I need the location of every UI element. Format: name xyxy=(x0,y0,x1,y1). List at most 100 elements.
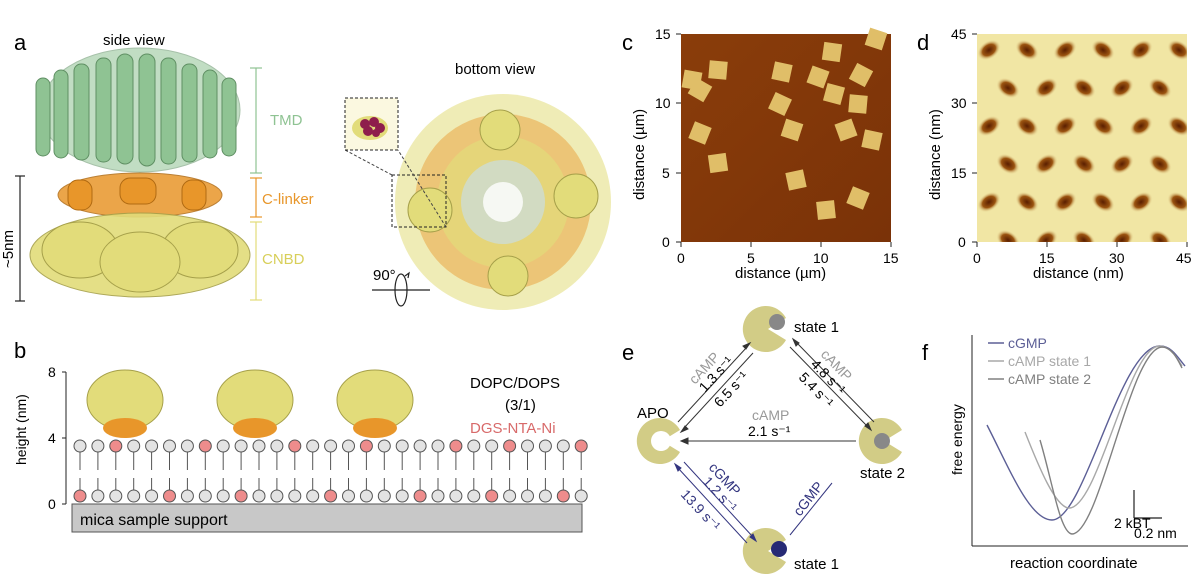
afm-pit xyxy=(1034,77,1058,99)
afm-particle xyxy=(785,169,807,191)
c-linker-structure xyxy=(57,172,223,218)
bottom-view-label: bottom view xyxy=(455,61,535,78)
afm-particle xyxy=(864,27,888,51)
d-xtick-15: 15 xyxy=(1039,250,1055,266)
afm-particle xyxy=(707,152,729,174)
lipid-head xyxy=(91,489,105,503)
lipid-head xyxy=(574,439,588,453)
lipid-head xyxy=(216,439,230,453)
lipid-head xyxy=(485,439,499,453)
rotation-icon xyxy=(372,271,430,307)
d-ylabel: distance (nm) xyxy=(927,109,944,200)
lipid-head xyxy=(252,489,266,503)
lipid-head xyxy=(234,489,248,503)
afm-pit xyxy=(1110,229,1134,242)
lipid-head xyxy=(431,489,445,503)
zoom-box xyxy=(391,174,447,228)
b-tick-8: 8 xyxy=(48,364,56,380)
cnbd-bracket xyxy=(250,221,262,301)
lipid-head xyxy=(198,439,212,453)
lipid-label-2: DGS-NTA-Ni xyxy=(470,420,556,437)
lipid-head xyxy=(413,439,427,453)
lipid-head xyxy=(163,489,176,503)
afm-pit xyxy=(1148,153,1172,175)
bottom-view-structure xyxy=(395,94,611,310)
cnbd-label: CNBD xyxy=(262,251,305,268)
c-xtick-10: 10 xyxy=(813,250,829,266)
afm-pit xyxy=(1053,191,1077,213)
afm-particle xyxy=(688,121,712,145)
lipid-head xyxy=(395,439,409,453)
side-view-label: side view xyxy=(103,32,165,49)
d-ytick-0: 0 xyxy=(958,234,966,250)
afm-particle xyxy=(708,60,728,80)
protein-3 xyxy=(336,369,414,438)
legend-camp2: cAMP state 2 xyxy=(1008,371,1091,387)
afm-pit xyxy=(996,153,1020,175)
e-rate-5: 2.1 s⁻¹ xyxy=(748,423,791,439)
lipid-head xyxy=(485,489,499,503)
lipid-head xyxy=(538,439,552,453)
lipid-head xyxy=(216,489,230,503)
d-xtick-45: 45 xyxy=(1176,250,1192,266)
lipid-head xyxy=(377,439,391,453)
lipid-head xyxy=(127,439,141,453)
lipid-head xyxy=(521,439,534,453)
c-ytick-15: 15 xyxy=(655,26,671,42)
mica-label: mica sample support xyxy=(80,512,228,529)
afm-pit xyxy=(1129,115,1153,137)
afm-pit xyxy=(996,77,1020,99)
protein-2 xyxy=(216,369,294,438)
lipid-head xyxy=(342,439,355,453)
afm-particle xyxy=(821,41,843,63)
panel-label-e: e xyxy=(622,340,634,365)
state-1-top xyxy=(742,306,786,352)
c-ytick-10: 10 xyxy=(655,95,671,111)
lipid-head xyxy=(324,489,338,503)
zoom-line-2 xyxy=(397,149,447,228)
lipid-head xyxy=(342,489,355,503)
b-ylabel: height (nm) xyxy=(13,394,29,465)
legend-cgmp: cGMP xyxy=(1008,335,1047,351)
c-ytick-0: 0 xyxy=(662,234,670,250)
afm-pit xyxy=(1110,77,1134,99)
tmd-label: TMD xyxy=(270,112,303,129)
cnbd-structure xyxy=(29,212,251,298)
afm-pit xyxy=(977,39,1001,61)
panel-label-f: f xyxy=(922,340,929,365)
zoom-line-1 xyxy=(344,149,393,176)
lipid-head xyxy=(145,489,159,503)
panel-label-d: d xyxy=(917,30,929,55)
afm-particle xyxy=(771,61,793,83)
panel-e: e APO state 1 state 2 state 1 xyxy=(622,306,905,575)
d-ytick-15: 15 xyxy=(951,165,967,181)
panel-d: d 0 15 30 45 45 30 15 0 distance (nm) di… xyxy=(917,26,1192,282)
lipid-head xyxy=(252,439,266,453)
lipid-head xyxy=(198,489,212,503)
c-ytick-5: 5 xyxy=(662,165,670,181)
lipid-head xyxy=(377,489,391,503)
afm-pit xyxy=(1091,39,1115,61)
afm-pit xyxy=(1091,191,1115,213)
afm-pit xyxy=(996,229,1020,242)
f-scale-bar xyxy=(1133,490,1162,519)
c-xtick-0: 0 xyxy=(677,250,685,266)
rotation-label: 90° xyxy=(373,267,396,284)
f-scale-x: 0.2 nm xyxy=(1134,525,1177,541)
lipid-head xyxy=(163,439,176,453)
lipid-head xyxy=(73,439,87,453)
lipid-head xyxy=(270,489,284,503)
apo-label: APO xyxy=(637,405,669,422)
lipid-head xyxy=(503,439,517,453)
inset-box xyxy=(344,97,399,151)
afm-particle xyxy=(687,77,713,103)
afm-pit xyxy=(1072,77,1096,99)
c-xtick-15: 15 xyxy=(883,250,899,266)
f-ylabel: free energy xyxy=(949,404,965,475)
f-scale-y: 2 kBT xyxy=(1114,515,1151,531)
afm-pit xyxy=(1015,115,1039,137)
afm-particle xyxy=(816,200,836,220)
lipid-head xyxy=(538,489,552,503)
lipid-head xyxy=(467,439,481,453)
c-xtick-5: 5 xyxy=(747,250,755,266)
